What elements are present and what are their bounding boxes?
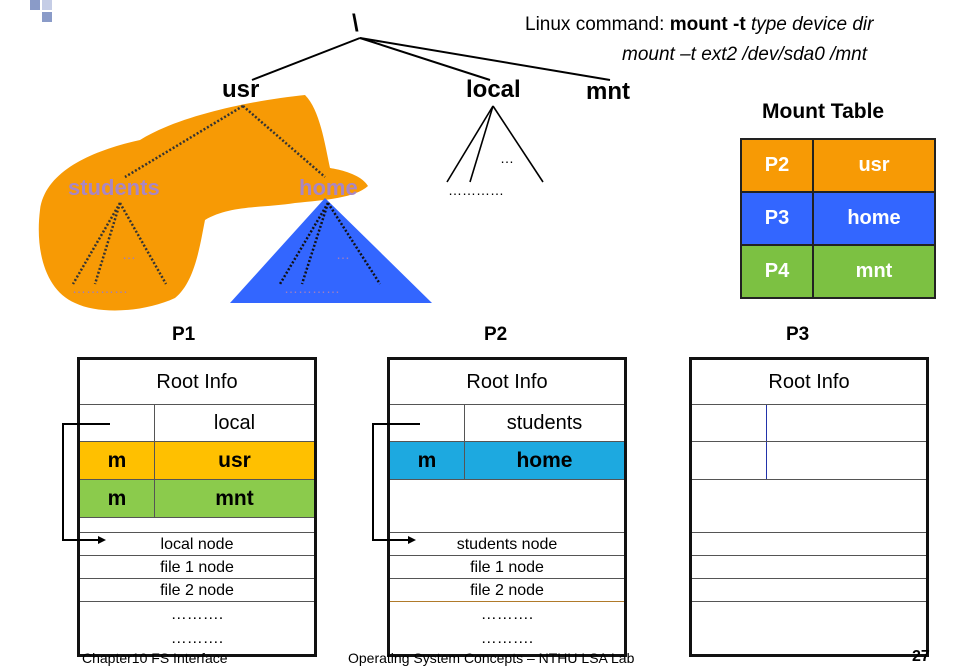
root-info-row: Root Info [390,360,624,405]
command-example-text: mount –t ext2 /dev/sda0 /mnt [622,44,868,65]
inode-row [692,556,926,579]
inode-row: file 2 node [80,579,314,602]
inode-dots: ………. [80,630,314,652]
tree-node-students: students [68,175,160,200]
entry-name: usr [218,448,251,472]
process-title-p2: P2 [484,324,508,345]
spacer-row [692,480,926,533]
inode-dots: ………. [80,606,314,628]
local-dots-long: ………… [448,182,504,198]
entry-flag [80,405,155,441]
mount-table-proc: P4 [740,244,814,299]
inode-label: file 1 node [470,559,544,576]
mounted-region-p3 [230,198,432,303]
inode-dots-label: ………. [480,630,534,647]
entry-name: local [213,411,256,434]
command-args: type device dir [745,14,874,35]
mount-table-row: P4 mnt [740,244,936,299]
inode-dots-label: ………. [480,606,534,623]
process-title-p3: P3 [786,324,810,345]
corner-decoration [30,0,64,22]
entry-name: students [506,411,583,434]
tree-node-home: home [299,175,358,200]
mount-table: P2 usr P3 home P4 mnt [740,138,936,299]
footer-course: Operating System Concepts – NTHU LSA Lab [348,650,635,666]
inode-row [692,533,926,556]
mount-table-title: Mount Table [762,100,885,123]
spacer-row [80,518,314,533]
entry-name: home [516,448,573,472]
inode-label: file 1 node [160,559,234,576]
inode-row: file 2 node [390,579,624,602]
inode-dots: ………. [390,606,624,628]
process-box-p1: Root Info local m usr m mnt local node f… [77,357,317,657]
command-example: mount –t ext2 /dev/sda0 /mnt [622,44,867,66]
dir-entry-row [692,442,926,480]
home-dots-long: ………… [284,280,340,296]
footer-page-number: 27 [912,648,930,665]
mount-table-proc: P3 [740,191,814,246]
mounted-region-p2 [38,95,369,311]
command-syntax: Linux command: mount -t type device dir [525,14,873,36]
mount-table-row: P3 home [740,191,936,246]
process-box-p2: Root Info students m home students node … [387,357,627,657]
root-info-label: Root Info [156,370,238,393]
inode-row: file 1 node [390,556,624,579]
inode-label: file 2 node [470,582,544,599]
dir-entry-row: students [390,405,624,442]
students-dots-small: … [122,246,136,262]
process-title-p1: P1 [172,324,196,345]
dir-entry-row: m usr [80,442,314,480]
inode-dots: ………. [390,630,624,652]
dir-entry-row [692,405,926,442]
root-info-label: Root Info [466,370,548,393]
inode-label: students node [456,536,558,553]
inode-row [692,579,926,602]
entry-flag [390,405,465,441]
entry-flag [692,442,767,479]
command-prefix: Linux command: [525,14,670,35]
process-box-p3: Root Info [689,357,929,657]
entry-flag: m [390,442,465,479]
mount-table-dir: usr [812,138,936,193]
tree-node-local: local [466,76,521,103]
dir-entry-row: local [80,405,314,442]
entry-flag: m [80,442,155,479]
inode-dots-label: ………. [170,606,224,623]
inode-label: local node [160,536,234,553]
inode-dots-label: ………. [170,630,224,647]
root-info-row: Root Info [692,360,926,405]
inode-row: file 1 node [80,556,314,579]
entry-flag [692,405,767,441]
tree-node-mnt: mnt [586,78,630,105]
root-info-row: Root Info [80,360,314,405]
mount-table-dir: mnt [812,244,936,299]
command-keyword: mount -t [669,14,746,35]
mount-table-proc: P2 [740,138,814,193]
inode-label: file 2 node [160,582,234,599]
tree-root-label: \ [352,10,359,37]
entry-name: mnt [215,486,254,510]
home-dots-small: … [336,246,350,262]
inode-row: students node [390,533,624,556]
spacer-row [390,480,624,533]
root-info-label: Root Info [768,370,850,393]
entry-flag: m [80,480,155,517]
mount-table-row: P2 usr [740,138,936,193]
tree-node-usr: usr [222,76,260,103]
mount-table-dir: home [812,191,936,246]
dir-entry-row: m home [390,442,624,480]
students-dots-long: ………… [72,280,128,296]
local-dots-small: … [500,150,514,166]
inode-row: local node [80,533,314,556]
dir-entry-row: m mnt [80,480,314,518]
footer-chapter: Chapter10 FS Interface [82,650,228,666]
